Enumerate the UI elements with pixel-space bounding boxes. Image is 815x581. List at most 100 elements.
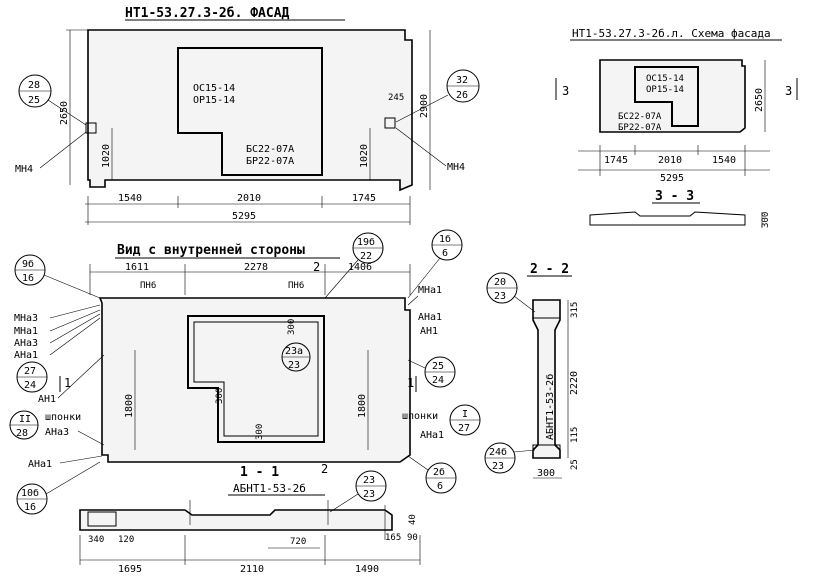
facade-mn-left: МН4	[15, 164, 33, 175]
svg-text:6: 6	[442, 248, 448, 259]
inner-top-dim-1: 1611	[125, 262, 149, 273]
svg-text:МНа3: МНа3	[14, 313, 38, 324]
svg-text:27: 27	[458, 423, 470, 434]
svg-text:2220: 2220	[569, 371, 580, 395]
section-2-2: 2 - 2 315 2220 115 25 АБНТ1-53-2б 300 20…	[484, 262, 580, 479]
schema-height: 2650	[754, 88, 765, 112]
section11-profile	[79, 509, 393, 531]
facade-height-left: 2650	[59, 101, 70, 125]
inner-section-mark: 2	[313, 260, 320, 274]
svg-text:24: 24	[24, 380, 36, 391]
inner-ana3: АНа3	[45, 427, 69, 438]
svg-text:40: 40	[408, 514, 418, 525]
facade-dim-1: 1540	[118, 193, 142, 204]
section33-title: 3 - 3	[655, 189, 694, 204]
schema-title: НТ1-53.27.3-2б.л. Схема фасада	[572, 27, 771, 40]
inner-height-left: 1800	[124, 394, 135, 418]
facade-window-2: ОР15-14	[193, 95, 235, 106]
svg-text:22: 22	[360, 251, 372, 262]
schema-total: 5295	[660, 173, 684, 184]
section22-width: 300	[537, 468, 555, 479]
svg-text:МНа1: МНа1	[14, 326, 38, 337]
inner-title: Вид с внутренней стороны	[117, 243, 305, 258]
section22-title: 2 - 2	[530, 262, 569, 277]
facade-total: 5295	[232, 211, 256, 222]
svg-text:2б: 2б	[433, 466, 445, 478]
svg-text:24: 24	[432, 375, 444, 386]
facade-title: НТ1-53.27.3-2б. ФАСАД	[125, 6, 290, 21]
svg-text:23а: 23а	[285, 346, 303, 357]
schema-opening	[634, 66, 699, 127]
svg-text:340: 340	[88, 535, 104, 545]
svg-text:ОС15-14: ОС15-14	[646, 74, 684, 84]
inner-section-right: 1	[407, 376, 414, 390]
svg-text:16: 16	[22, 273, 34, 284]
svg-text:20: 20	[494, 277, 506, 288]
svg-text:25: 25	[28, 95, 40, 106]
section11-dim-3: 1490	[355, 564, 379, 575]
svg-text:300: 300	[215, 388, 225, 404]
svg-text:115: 115	[570, 427, 580, 443]
facade-low-left: 1020	[101, 144, 112, 168]
schema-dim-3: 1540	[712, 155, 736, 166]
svg-text:90: 90	[407, 533, 418, 543]
svg-text:315: 315	[570, 302, 580, 318]
facade-window-1: ОС15-14	[193, 83, 235, 94]
embedded-part-right	[384, 117, 396, 129]
inner-pn-right: ПН6	[288, 281, 304, 291]
inner-pn-left: ПН6	[140, 281, 156, 291]
svg-text:19б: 19б	[357, 236, 375, 248]
section11-subtitle: АБНТ1-53-2б	[233, 482, 306, 495]
facade-height-right: 2900	[419, 94, 430, 118]
svg-text:10б: 10б	[21, 487, 39, 499]
svg-text:АНа3: АНа3	[14, 338, 38, 349]
section22-label: АБНТ1-53-2б	[544, 374, 556, 440]
facade-opening	[177, 47, 323, 176]
section11-mark: 2	[321, 462, 328, 476]
facade-door-2: БР22-07А	[246, 156, 294, 167]
inner-opening	[187, 315, 325, 443]
inner-section-left: 1	[64, 376, 71, 390]
svg-text:28: 28	[28, 80, 40, 91]
svg-text:300: 300	[255, 424, 265, 440]
svg-text:ОР15-14: ОР15-14	[646, 85, 684, 95]
facade-dim-small: 245	[388, 93, 404, 103]
svg-text:300: 300	[287, 319, 297, 335]
svg-text:МНа1: МНа1	[418, 285, 442, 296]
svg-text:720: 720	[290, 537, 306, 547]
facade-low-right: 1020	[359, 144, 370, 168]
inner-an1-left: АН1	[38, 394, 56, 405]
svg-text:28: 28	[16, 428, 28, 439]
svg-text:6: 6	[437, 481, 443, 492]
inner-shponki-right: шпонки	[402, 411, 438, 422]
svg-text:23: 23	[363, 489, 375, 500]
svg-text:23: 23	[492, 461, 504, 472]
svg-text:27: 27	[24, 366, 36, 377]
svg-text:25: 25	[432, 361, 444, 372]
svg-text:23: 23	[288, 360, 300, 371]
schema-mark-right: 3	[785, 84, 792, 98]
schema-view: НТ1-53.27.3-2б.л. Схема фасада ОС15-14 О…	[555, 27, 798, 184]
section-3-3: 3 - 3 300	[589, 189, 771, 228]
schema-mark-left: 3	[562, 84, 569, 98]
svg-text:БС22-07А: БС22-07А	[618, 112, 662, 122]
inner-ana1-bottom: АНа1	[28, 459, 52, 470]
svg-text:АН1: АН1	[420, 326, 438, 337]
inner-panel	[98, 297, 411, 463]
svg-text:АНа1: АНа1	[418, 312, 442, 323]
facade-dim-3: 1745	[352, 193, 376, 204]
embedded-part-left	[85, 122, 97, 134]
svg-text:1б: 1б	[439, 233, 451, 245]
section11-title: 1 - 1	[240, 465, 279, 480]
facade-view: НТ1-53.27.3-2б. ФАСАД ОС15-14 ОР15-14 БС…	[15, 6, 480, 225]
facade-dim-2: 2010	[237, 193, 261, 204]
svg-text:I: I	[462, 409, 468, 420]
section11-dim-2: 2110	[240, 564, 264, 575]
facade-panel	[87, 29, 413, 192]
svg-text:16: 16	[24, 502, 36, 513]
section33-dim: 300	[761, 212, 771, 228]
svg-text:24б: 24б	[489, 446, 507, 458]
inner-height-right: 1800	[357, 394, 368, 418]
svg-text:120: 120	[118, 535, 134, 545]
svg-text:26: 26	[456, 90, 468, 101]
